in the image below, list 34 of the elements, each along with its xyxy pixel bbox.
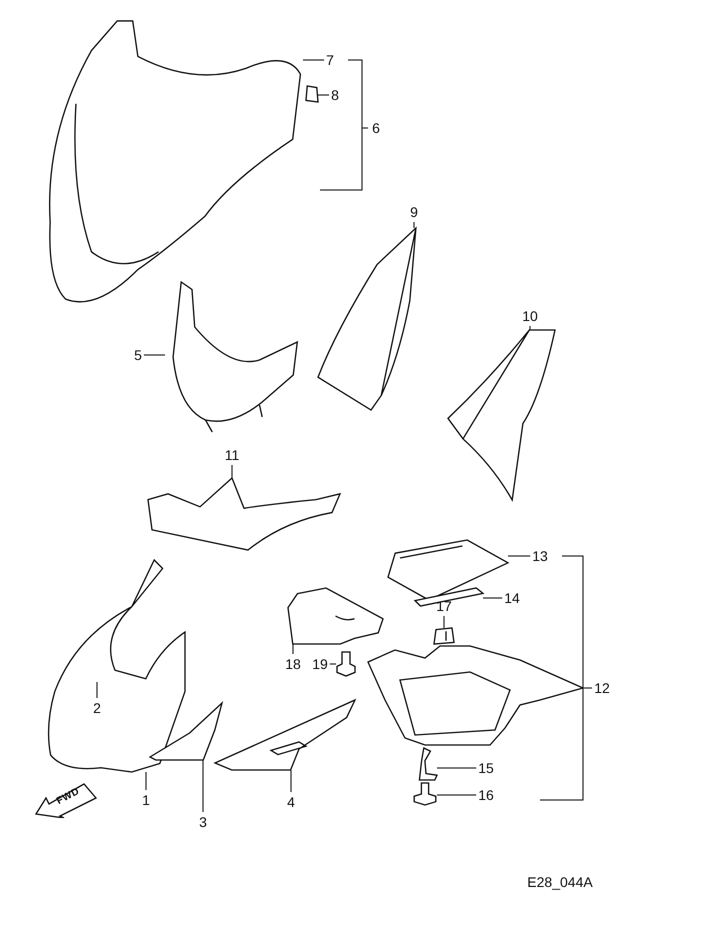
callout-number: 8 [331,87,339,103]
clip-drawing [434,628,454,644]
leader-line [202,760,204,812]
leader-line [292,644,294,654]
callout-number: 11 [224,447,240,463]
callout-number: 12 [594,680,610,696]
clip-drawing [306,86,318,102]
leader-line [318,94,330,96]
callout-number: 6 [372,120,380,136]
callout-number: 15 [478,760,494,776]
screw-drawing [336,652,356,676]
bracket-drawing [288,588,383,644]
screw-drawing [413,783,437,805]
callout-number: 14 [504,590,520,606]
callout-number: 4 [287,794,295,810]
callout-number: 16 [478,787,494,803]
callout-number: 19 [312,656,328,672]
side-cover-drawing [448,330,555,500]
callout-number: 5 [134,347,142,363]
leader-line [290,770,292,792]
fairing-drawing [45,560,185,772]
callout-number: 18 [285,656,301,672]
callout-number: 9 [410,204,418,220]
drawing-code: E28_044A [527,874,593,890]
leader-line [436,794,477,796]
panel-drawing [150,700,222,760]
callout-number: 2 [93,700,101,716]
leader-line [96,682,98,698]
callout-number: 1 [142,792,150,808]
callout-number: 10 [522,308,538,324]
callout-number: 13 [532,548,548,564]
callout-number: 3 [199,814,207,830]
leader-line [143,354,166,356]
callout-number: 7 [326,52,334,68]
